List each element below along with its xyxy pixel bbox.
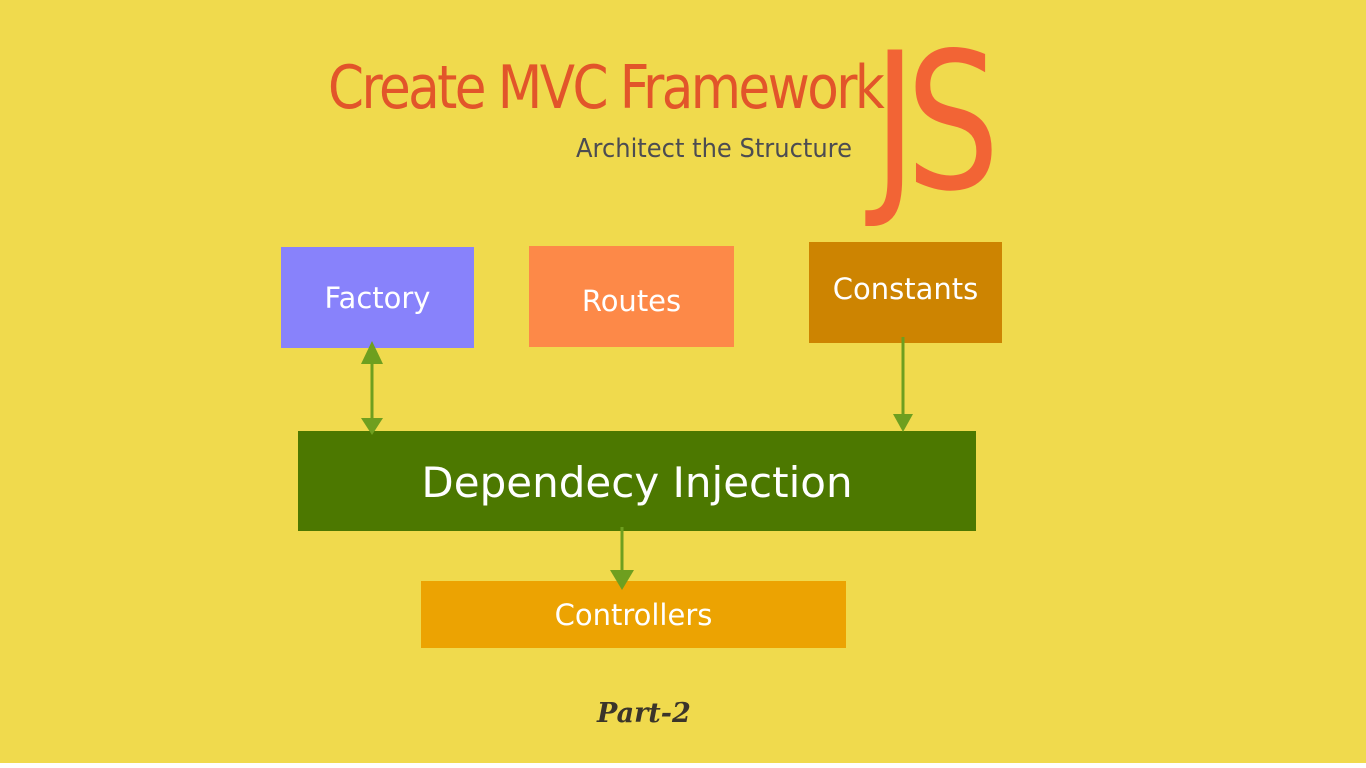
controllers-node-label: Controllers bbox=[554, 597, 713, 632]
arrow-down-icon bbox=[361, 418, 383, 435]
arrow-up-icon bbox=[361, 341, 383, 364]
page-title: Create MVC Framework bbox=[328, 53, 885, 123]
dependency-injection-node: Dependecy Injection bbox=[298, 431, 976, 531]
routes-node-label: Routes bbox=[581, 283, 682, 318]
page-subtitle: Architect the Structure bbox=[576, 134, 852, 164]
constants-di-connector bbox=[893, 337, 913, 432]
controllers-node: Controllers bbox=[421, 581, 846, 648]
arrow-down-icon bbox=[893, 414, 913, 432]
factory-node: Factory bbox=[281, 247, 474, 348]
constants-node: Constants bbox=[809, 242, 1002, 343]
factory-di-connector bbox=[361, 341, 383, 435]
dependency-injection-node-label: Dependecy Injection bbox=[421, 457, 853, 507]
di-controllers-connector bbox=[610, 527, 634, 590]
part-label: Part-2 bbox=[597, 698, 691, 729]
constants-node-label: Constants bbox=[832, 271, 979, 306]
js-logo-mark: JS bbox=[873, 12, 1000, 233]
factory-node-label: Factory bbox=[324, 280, 431, 315]
arrow-down-icon bbox=[610, 570, 634, 590]
routes-node: Routes bbox=[529, 246, 734, 347]
